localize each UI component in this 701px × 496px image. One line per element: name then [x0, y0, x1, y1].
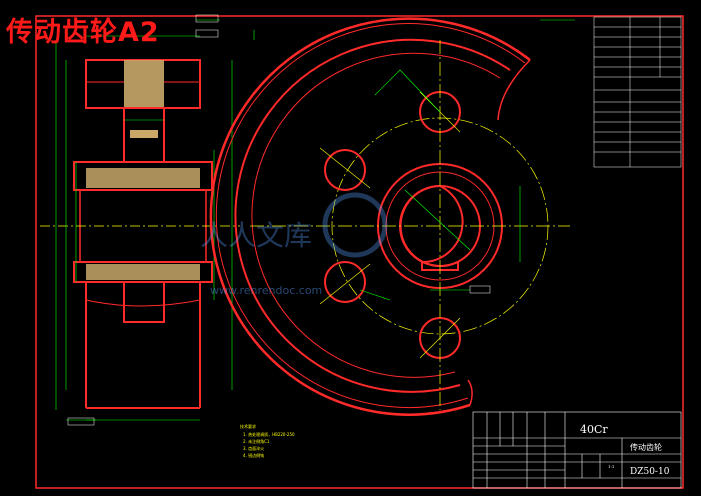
title-overlay: 传动齿轮A2	[6, 17, 160, 48]
svg-text:技术要求: 技术要求	[240, 423, 256, 429]
material-label: 40Cr	[580, 423, 608, 436]
svg-text:人人文库: 人人文库	[200, 219, 312, 252]
front-view	[209, 17, 575, 416]
watermark-logo: 人人文库	[200, 192, 388, 258]
technical-notes: 技术要求 1. 热处理调质，HB220-250 2. 未注倒角C1 3. 齿面淬…	[240, 423, 295, 458]
drawing-border	[35, 15, 684, 489]
svg-text:3. 齿面淬火: 3. 齿面淬火	[243, 445, 264, 451]
watermark-url: www.renrendoc.com	[210, 284, 322, 297]
svg-text:1. 热处理调质，HB220-250: 1. 热处理调质，HB220-250	[243, 431, 295, 437]
drawing-number: DZ50-10	[630, 467, 670, 477]
section-view	[40, 14, 255, 426]
part-name: 传动齿轮	[630, 442, 662, 452]
title-block	[472, 411, 682, 489]
svg-text:2. 未注倒角C1: 2. 未注倒角C1	[243, 438, 270, 444]
scale-label: 1:1	[608, 464, 614, 469]
parameter-table	[593, 16, 682, 168]
svg-text:4. 锐边倒钝: 4. 锐边倒钝	[243, 452, 264, 458]
